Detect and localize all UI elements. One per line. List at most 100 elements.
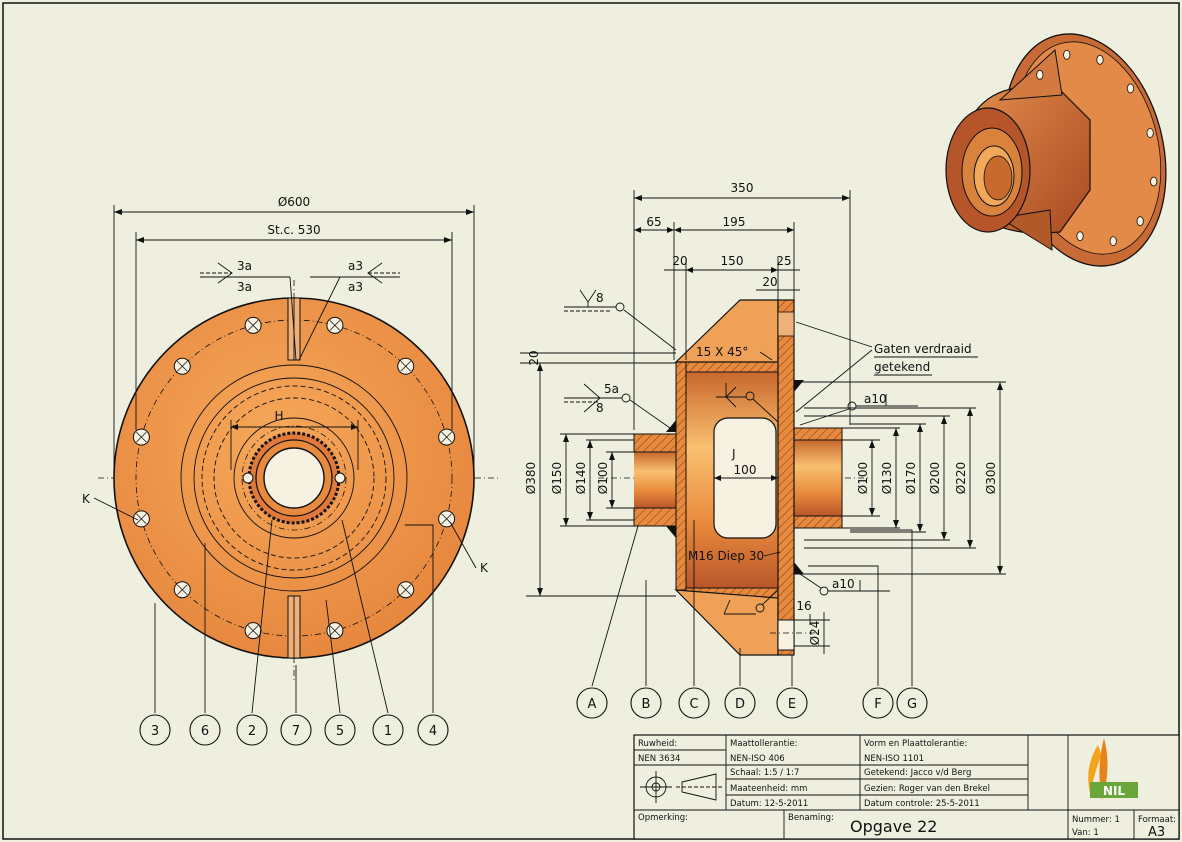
tb-maattol-label: Maattollerantie: xyxy=(730,739,797,749)
balloon-label: F xyxy=(874,697,881,712)
bolt-hole xyxy=(244,316,262,334)
label-k-right: K xyxy=(480,561,489,575)
iso-bolt-hole xyxy=(1063,49,1071,60)
bolt-hole xyxy=(173,581,191,599)
section-balloon-E: E xyxy=(776,687,808,719)
tb-schaal: Schaal: 1:5 / 1:7 xyxy=(730,768,799,778)
front-view: Ø600 St.c. 530 H 3a 3a a3 a3 xyxy=(82,195,500,746)
logo-text: NIL xyxy=(1103,784,1126,798)
iso-bolt-hole xyxy=(1096,54,1104,65)
balloon-label: 6 xyxy=(201,724,209,739)
tb-maattol-value: NEN-ISO 406 xyxy=(730,754,785,764)
section-balloon-C: C xyxy=(678,687,710,719)
svg-text:3a: 3a xyxy=(237,280,252,294)
front-balloon-1: 1 xyxy=(372,714,404,746)
section-balloon-A: A xyxy=(576,687,608,719)
balloon-label: C xyxy=(689,697,698,712)
svg-text:3a: 3a xyxy=(237,259,252,273)
svg-text:a10: a10 xyxy=(864,392,887,406)
dim-dia-100-left: Ø100 xyxy=(596,462,610,494)
iso-bolt-hole xyxy=(1126,83,1135,94)
nil-logo: NIL xyxy=(1088,738,1138,800)
tb-gezien: Gezien: Roger van den Brekel xyxy=(864,784,990,794)
bolt-hole xyxy=(132,428,150,446)
dim-20-left: 20 xyxy=(527,350,541,365)
dim-dia-380: Ø380 xyxy=(524,462,538,494)
note-holes-line2: getekend xyxy=(874,360,930,374)
balloon-label: 7 xyxy=(292,724,300,739)
isometric-view xyxy=(945,33,1167,267)
dim-16: 16 xyxy=(796,599,811,613)
tb-datum: Datum: 12-5-2011 xyxy=(730,799,808,809)
bolt-hole xyxy=(326,316,344,334)
dim-h: H xyxy=(274,409,283,423)
balloon-label: B xyxy=(642,697,651,712)
dim-195: 195 xyxy=(723,215,746,229)
iso-bolt-hole xyxy=(1076,231,1084,242)
thread-note: M16 Diep 30 xyxy=(688,549,764,563)
flange-plate xyxy=(777,299,795,656)
tb-datum-controle: Datum controle: 25-5-2011 xyxy=(864,799,980,809)
tb-ruwheid-value: NEN 3634 xyxy=(638,754,680,764)
section-balloon-F: F xyxy=(862,687,894,719)
balloon-label: 2 xyxy=(248,724,256,739)
tb-ruwheid-label: Ruwheid: xyxy=(638,739,677,749)
tb-vorm-label: Vorm en Plaattolerantie: xyxy=(864,739,967,749)
tb-getekend: Getekend: Jacco v/d Berg xyxy=(864,768,971,778)
balloon-label: 3 xyxy=(151,724,159,739)
dim-dia-140: Ø140 xyxy=(574,462,588,494)
front-balloon-6: 6 xyxy=(189,714,221,746)
tb-maateenheid: Maateenheid: mm xyxy=(730,784,807,794)
projection-symbol-icon xyxy=(640,771,722,803)
dim-20-flange: 20 xyxy=(762,275,777,289)
weld-symbol-y8: 8 xyxy=(564,289,677,351)
dim-dia-100-right: Ø100 xyxy=(856,462,870,494)
tb-van: Van: 1 xyxy=(1072,828,1099,838)
section-view: 350 65 195 20 150 25 20 20 15 X 45° Gate… xyxy=(520,181,1006,719)
dim-dia-24: Ø24 xyxy=(808,621,822,646)
iso-bolt-hole xyxy=(1150,176,1158,187)
bolt-hole xyxy=(438,510,456,528)
chamfer-note: 15 X 45° xyxy=(696,345,748,359)
dim-20-top: 20 xyxy=(672,254,687,268)
bolt-hole xyxy=(244,622,262,640)
bolt-hole xyxy=(173,357,191,375)
section-balloon-B: B xyxy=(630,687,662,719)
dim-dia-130: Ø130 xyxy=(880,462,894,494)
balloon-label: 4 xyxy=(429,724,437,739)
tb-benaming-value: Opgave 22 xyxy=(850,817,937,836)
title-block: Ruwheid: NEN 3634 Maattollerantie: NEN-I… xyxy=(633,734,1180,840)
tb-vorm-value: NEN-ISO 1101 xyxy=(864,754,924,764)
bolt-hole xyxy=(326,622,344,640)
tb-nummer: Nummer: 1 xyxy=(1072,815,1120,825)
dim-dia-170: Ø170 xyxy=(904,462,918,494)
tb-opmerking: Opmerking: xyxy=(638,813,688,823)
bolt-hole xyxy=(438,428,456,446)
bolt-hole xyxy=(397,581,415,599)
weld-symbol-a10-top: a10 xyxy=(799,392,918,426)
front-balloon-3: 3 xyxy=(139,714,171,746)
svg-text:a10: a10 xyxy=(832,577,855,591)
weld-symbol-5a: 5a 8 xyxy=(564,382,671,429)
svg-text:8: 8 xyxy=(596,401,604,415)
center-bore xyxy=(263,447,325,509)
iso-bolt-hole xyxy=(1036,69,1044,80)
svg-text:8: 8 xyxy=(596,291,604,305)
bolt-hole xyxy=(132,510,150,528)
dim-150: 150 xyxy=(721,254,744,268)
section-balloon-D: D xyxy=(724,687,756,719)
gusset-bottom xyxy=(674,589,779,656)
iso-bolt-hole xyxy=(1146,128,1154,138)
svg-text:a3: a3 xyxy=(348,259,363,273)
balloon-label: A xyxy=(588,697,597,712)
balloon-label: G xyxy=(907,697,917,712)
front-balloon-7: 7 xyxy=(280,714,312,746)
iso-bolt-hole xyxy=(1109,236,1117,247)
dim-outer-diameter: Ø600 xyxy=(278,195,310,209)
label-j: J xyxy=(731,447,736,461)
weld-symbol-a10-bottom: a10 xyxy=(799,573,890,596)
